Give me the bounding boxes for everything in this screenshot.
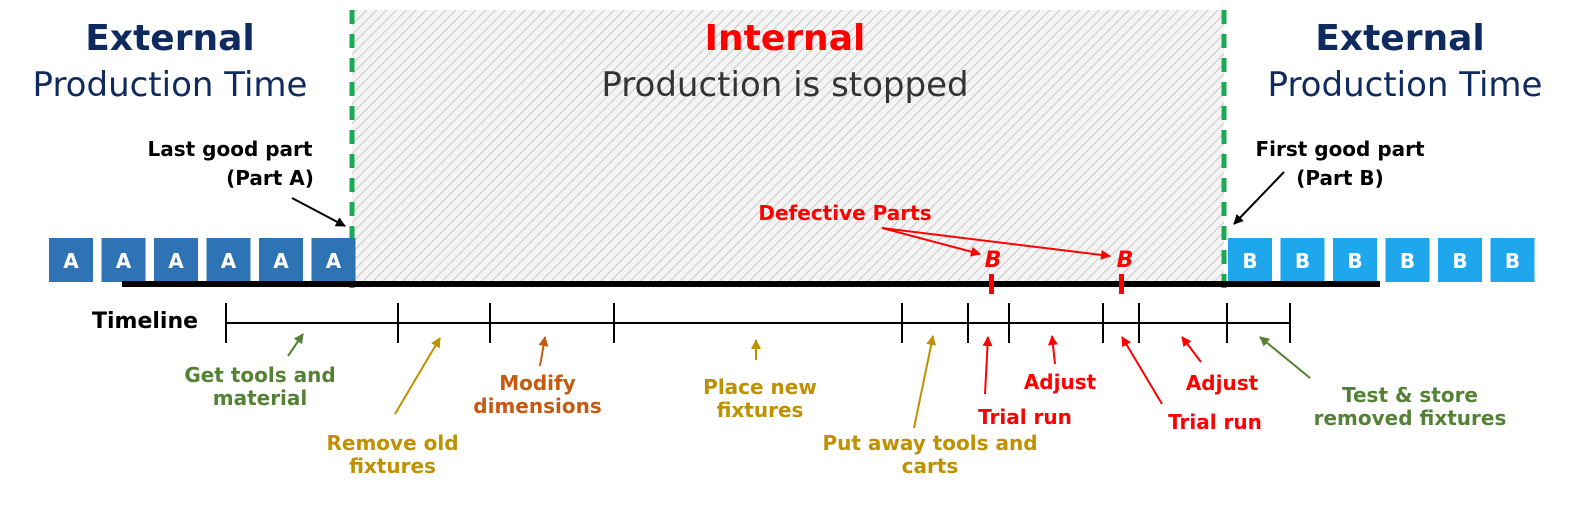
internal-hatched-region — [352, 10, 1224, 284]
step-modify-l1: Modify — [499, 371, 576, 395]
arrow-adjust-2 — [1181, 336, 1202, 363]
part-a-2-box — [101, 238, 146, 282]
step-remove-old-l1: Remove old — [326, 431, 459, 455]
right-header-title: External — [1315, 18, 1485, 59]
part-b-5-letter: B — [1452, 249, 1467, 273]
step-remove-old-l2: fixtures — [349, 454, 436, 478]
step-test-store-l1: Test & store — [1341, 383, 1478, 407]
part-a-2-letter: A — [116, 249, 132, 273]
part-b-2-letter: B — [1295, 249, 1310, 273]
first-good-arrow — [1233, 171, 1285, 225]
step-place-new: Place new fixtures — [680, 376, 840, 422]
part-a-6-box — [311, 238, 356, 282]
part-b-6-letter: B — [1505, 249, 1520, 273]
step-modify: Modify dimensions — [455, 372, 620, 418]
defective-parts-label: Defective Parts — [758, 201, 932, 225]
right-header-sub: Production Time — [1267, 65, 1543, 105]
part-a-5-box — [259, 238, 303, 282]
part-a-5-letter: A — [273, 249, 289, 273]
part-a-3-box — [154, 238, 198, 282]
first-good-part-label: First good part — [1255, 137, 1425, 161]
step-remove-old: Remove old fixtures — [300, 432, 485, 478]
part-a-4-box — [206, 238, 251, 282]
step-get-tools-l1: Get tools and — [184, 363, 336, 387]
part-a-3-letter: A — [168, 249, 184, 273]
step-test-store-l2: removed fixtures — [1313, 406, 1507, 430]
timeline-ticks — [225, 303, 1291, 343]
step-get-tools: Get tools and material — [160, 364, 360, 410]
left-header-sub: Production Time — [32, 65, 308, 105]
part-b-5-box — [1438, 238, 1482, 282]
step-modify-l2: dimensions — [473, 394, 602, 418]
step-place-new-l2: fixtures — [716, 398, 804, 422]
step-get-tools-l2: material — [212, 386, 308, 410]
part-a-6-letter: A — [326, 249, 342, 273]
arrow-trial-run-2 — [1121, 336, 1163, 405]
part-a-1-letter: A — [63, 249, 79, 273]
last-good-part-label: Last good part — [147, 137, 313, 161]
defective-tick-2 — [1119, 274, 1124, 294]
mid-header-title: Internal — [704, 18, 866, 59]
last-good-part-sub: (Part A) — [226, 166, 314, 190]
step-trial-run-2: Trial run — [1168, 410, 1262, 434]
part-b-1-letter: B — [1242, 249, 1257, 273]
defective-part-b-1: B — [985, 248, 1002, 273]
step-trial-run-1: Trial run — [978, 405, 1072, 429]
mid-header-sub: Production is stopped — [601, 65, 969, 105]
part-b-4-box — [1385, 238, 1430, 282]
step-put-away-l1: Put away tools and — [822, 431, 1038, 455]
arrow-test-store — [1259, 336, 1311, 379]
arrow-put-away — [913, 335, 937, 429]
step-place-new-l1: Place new — [703, 375, 817, 399]
left-header-title: External — [85, 18, 255, 59]
defective-arrow-2 — [881, 227, 1111, 260]
part-b-3-letter: B — [1347, 249, 1362, 273]
arrow-get-tools — [287, 333, 304, 357]
step-put-away-l2: carts — [901, 454, 959, 478]
arrow-modify — [538, 336, 549, 367]
arrow-trial-run-1 — [982, 336, 993, 395]
arrow-adjust-1 — [1047, 335, 1058, 365]
step-adjust-2: Adjust — [1185, 371, 1259, 395]
last-good-arrow — [291, 197, 346, 227]
first-good-part-sub: (Part B) — [1296, 166, 1384, 190]
part-b-2-box — [1280, 238, 1325, 282]
arrow-remove-old — [394, 337, 441, 415]
step-adjust-1: Adjust — [1023, 370, 1097, 394]
part-a-4-letter: A — [221, 249, 237, 273]
defective-arrow-1 — [881, 227, 981, 257]
part-b-3-box — [1333, 238, 1377, 282]
part-b-6-box — [1490, 238, 1535, 282]
part-a-1-box — [49, 238, 93, 282]
timeline-label: Timeline — [91, 309, 199, 334]
part-b-1-box — [1228, 238, 1272, 282]
defective-part-b-2: B — [1117, 248, 1134, 273]
step-put-away: Put away tools and carts — [810, 432, 1050, 478]
part-b-4-letter: B — [1400, 249, 1415, 273]
step-test-store: Test & store removed fixtures — [1300, 384, 1520, 430]
defective-tick-1 — [989, 274, 994, 294]
